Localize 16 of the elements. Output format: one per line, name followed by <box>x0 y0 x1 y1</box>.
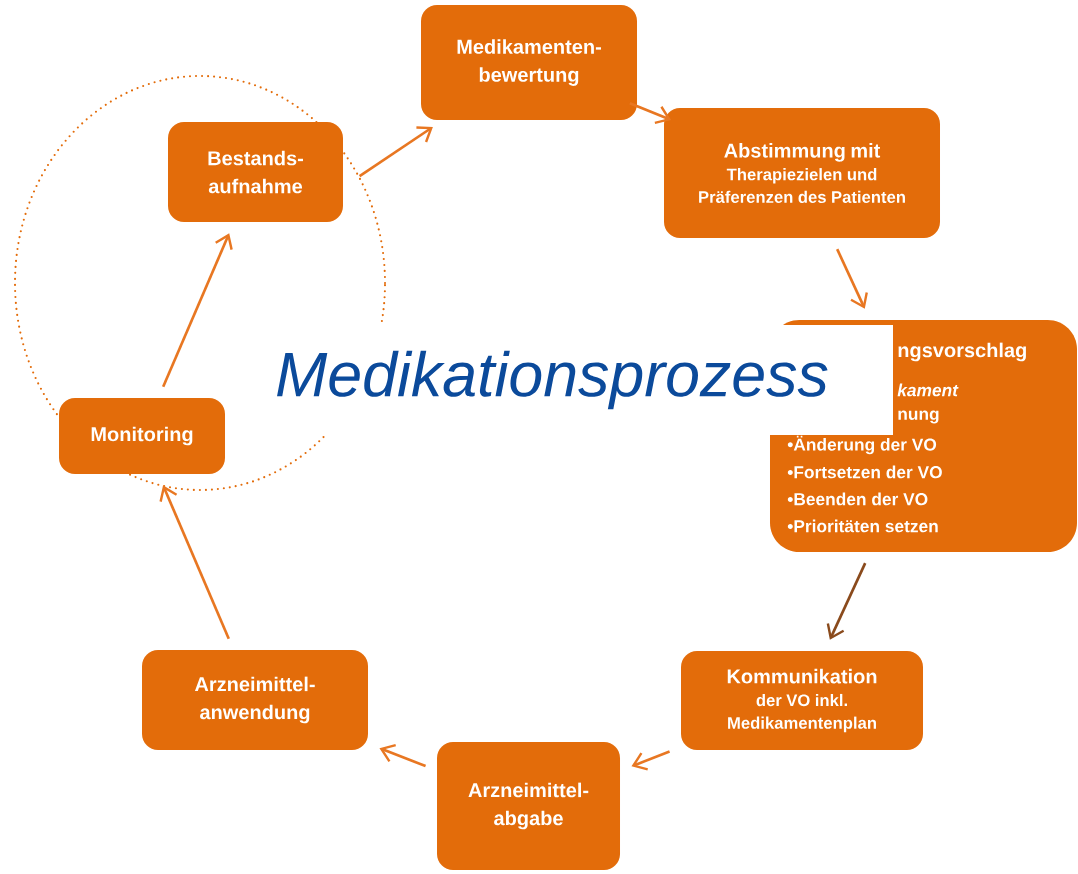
process-box: Arzneimittel- anwendung <box>142 650 368 750</box>
process-box: Arzneimittel- abgabe <box>437 742 620 870</box>
process-box: Abstimmung mit Therapiezielen und Präferenzen des Patienten <box>664 108 940 238</box>
arrow <box>159 485 230 640</box>
title-banner: Medikationsprozess <box>245 325 893 435</box>
arrow <box>358 126 433 178</box>
arrow <box>826 562 867 640</box>
process-box: Kommunikation der VO inkl. Medikamentenplan <box>681 651 923 750</box>
process-box: Bestands- aufnahme <box>168 122 343 222</box>
arrow <box>835 248 868 309</box>
arrow <box>629 102 672 124</box>
process-box: Medikamenten- bewertung <box>421 5 637 120</box>
arrow <box>379 744 427 768</box>
arrow <box>161 233 233 388</box>
arrow <box>631 750 671 771</box>
process-box: Monitoring <box>59 398 225 474</box>
